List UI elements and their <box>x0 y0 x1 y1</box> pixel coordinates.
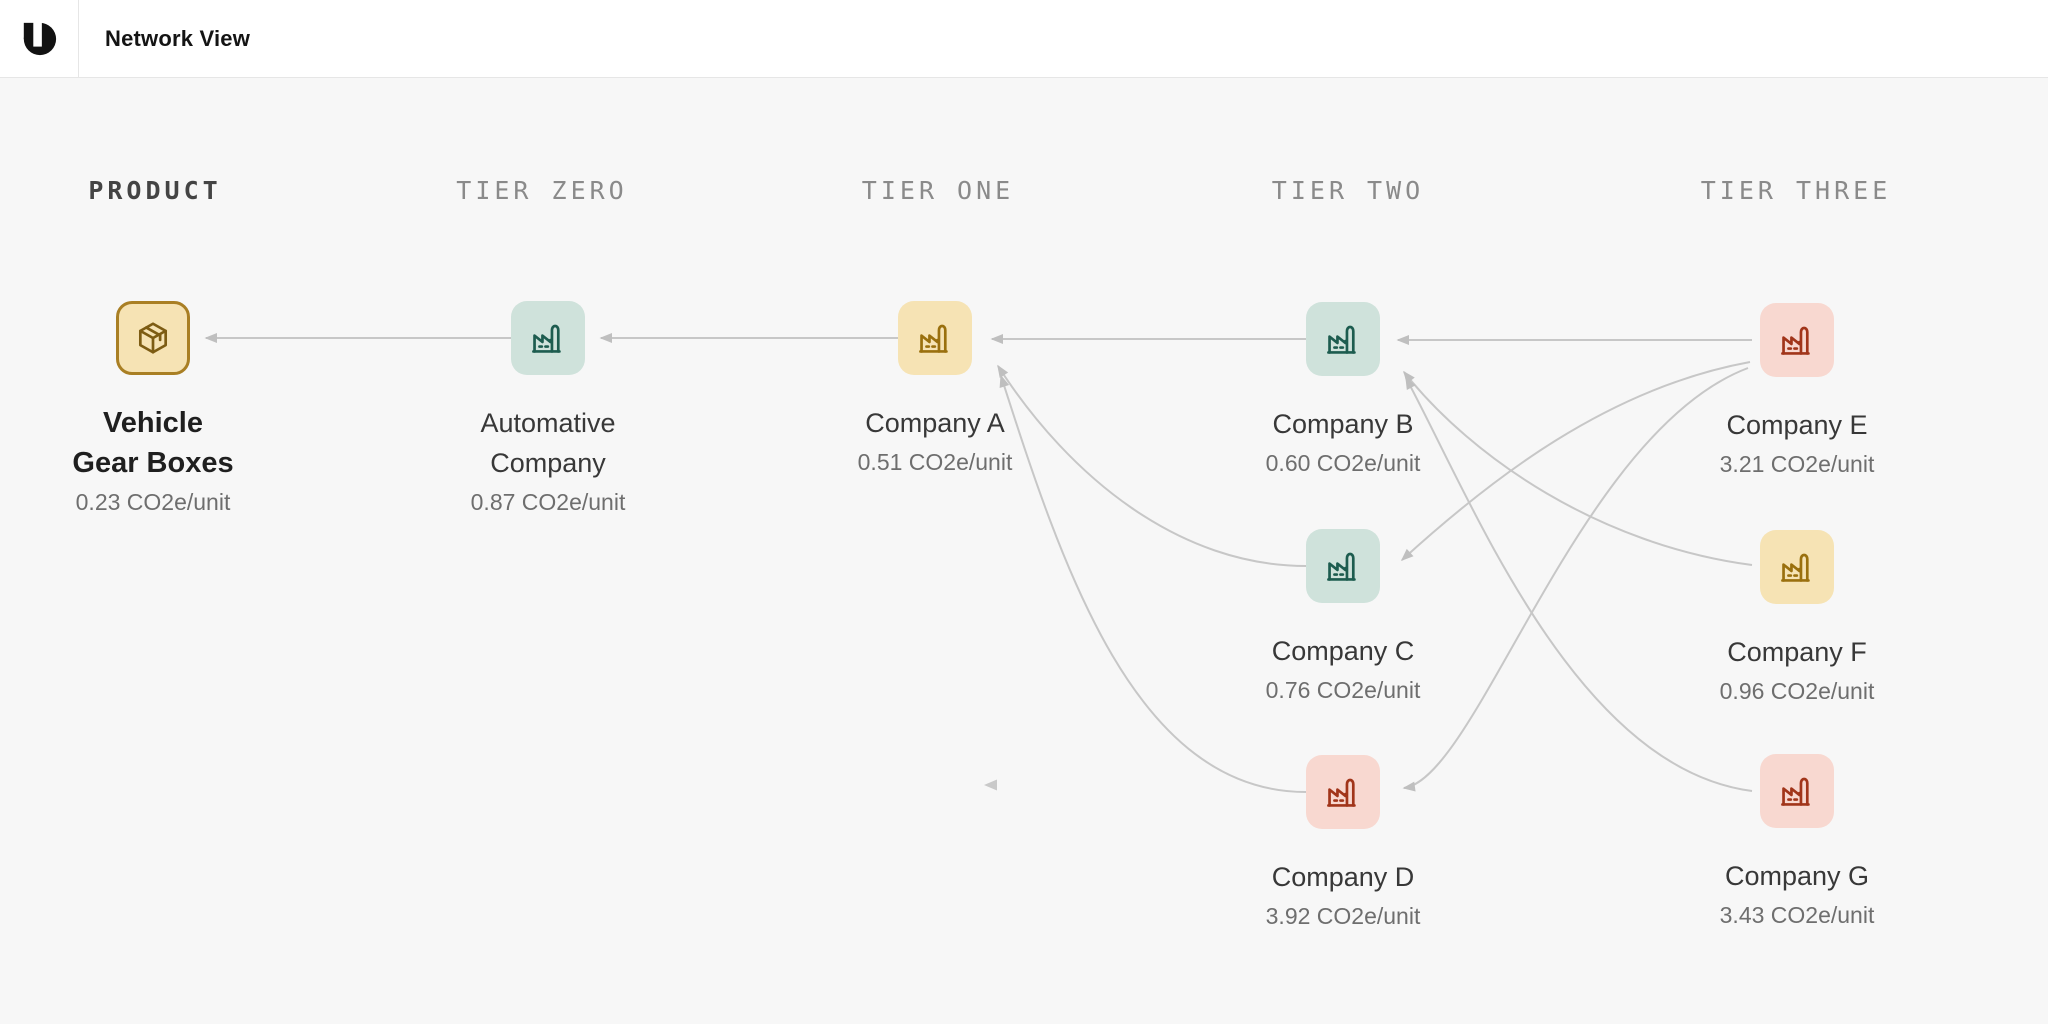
company-node-box[interactable] <box>1306 529 1380 603</box>
edge-companyE-to-companyD <box>1402 367 1749 792</box>
column-header-tier-one: TIER ONE <box>861 176 1015 205</box>
node-label: Company G <box>1724 861 1870 891</box>
node-label: Automative Company <box>480 408 616 478</box>
node-label: Company B <box>1272 409 1414 439</box>
node-emission-value: 0.23 CO2e/unit <box>75 489 231 515</box>
factory-icon <box>1327 778 1356 807</box>
node-label: Company C <box>1271 636 1415 666</box>
factory-icon <box>1327 325 1356 354</box>
company-node-box[interactable] <box>1760 530 1834 604</box>
edge-companyF-to-companyB <box>1403 370 1753 566</box>
edge-companyD-to-companyA <box>999 374 1307 793</box>
node-emission-value: 0.76 CO2e/unit <box>1265 677 1421 703</box>
node-label: Vehicle Gear Boxes <box>72 407 234 479</box>
column-header-tier-zero: TIER ZERO <box>456 176 628 205</box>
edge-companyC-to-companyA <box>997 364 1307 567</box>
column-header-tier-two: TIER TWO <box>1271 176 1425 205</box>
company-node-box[interactable] <box>1306 755 1380 829</box>
company-node-box[interactable] <box>898 301 972 375</box>
node-label: Company A <box>865 408 1005 438</box>
factory-icon <box>1327 552 1356 581</box>
factory-icon <box>532 324 561 353</box>
package-icon <box>138 322 168 354</box>
node-emission-value: 3.92 CO2e/unit <box>1265 903 1421 929</box>
node-label: Company D <box>1271 862 1415 892</box>
brand-logo-icon <box>23 21 57 55</box>
factory-icon <box>1781 326 1810 355</box>
product-node-box[interactable] <box>116 301 190 375</box>
company-node-box[interactable] <box>1306 302 1380 376</box>
node-company-c: Company C 0.76 CO2e/unit <box>1233 529 1453 704</box>
node-company-d: Company D 3.92 CO2e/unit <box>1233 755 1453 930</box>
node-company-e: Company E 3.21 CO2e/unit <box>1687 303 1907 478</box>
node-emission-value: 3.21 CO2e/unit <box>1719 451 1875 477</box>
page-title: Network View <box>105 25 251 51</box>
node-emission-value: 0.87 CO2e/unit <box>470 489 626 515</box>
factory-icon <box>1781 777 1810 806</box>
factory-icon <box>919 324 948 353</box>
node-label: Company E <box>1726 410 1868 440</box>
factory-icon <box>1781 553 1810 582</box>
node-company-g: Company G 3.43 CO2e/unit <box>1687 754 1907 929</box>
node-company-b: Company B 0.60 CO2e/unit <box>1233 302 1453 477</box>
node-company-a: Company A 0.51 CO2e/unit <box>825 301 1045 476</box>
node-automative-company: Automative Company 0.87 CO2e/unit <box>438 301 658 516</box>
node-company-f: Company F 0.96 CO2e/unit <box>1687 530 1907 705</box>
column-header-tier-three: TIER THREE <box>1700 176 1892 205</box>
edge-companyG-to-companyB <box>1405 376 1753 792</box>
column-header-product: PRODUCT <box>88 176 222 205</box>
logo-cell <box>0 0 79 78</box>
node-emission-value: 0.51 CO2e/unit <box>857 449 1013 475</box>
company-node-box[interactable] <box>1760 303 1834 377</box>
company-node-box[interactable] <box>1760 754 1834 828</box>
node-emission-value: 3.43 CO2e/unit <box>1719 902 1875 928</box>
company-node-box[interactable] <box>511 301 585 375</box>
node-emission-value: 0.60 CO2e/unit <box>1265 450 1421 476</box>
node-vehicle-gear-boxes: Vehicle Gear Boxes 0.23 CO2e/unit <box>43 301 263 516</box>
node-emission-value: 0.96 CO2e/unit <box>1719 678 1875 704</box>
header-bar: Network View <box>0 0 2048 78</box>
edge-companyE-to-companyC <box>1400 361 1751 562</box>
stray-arrowhead <box>984 779 997 791</box>
node-label: Company F <box>1727 637 1867 667</box>
